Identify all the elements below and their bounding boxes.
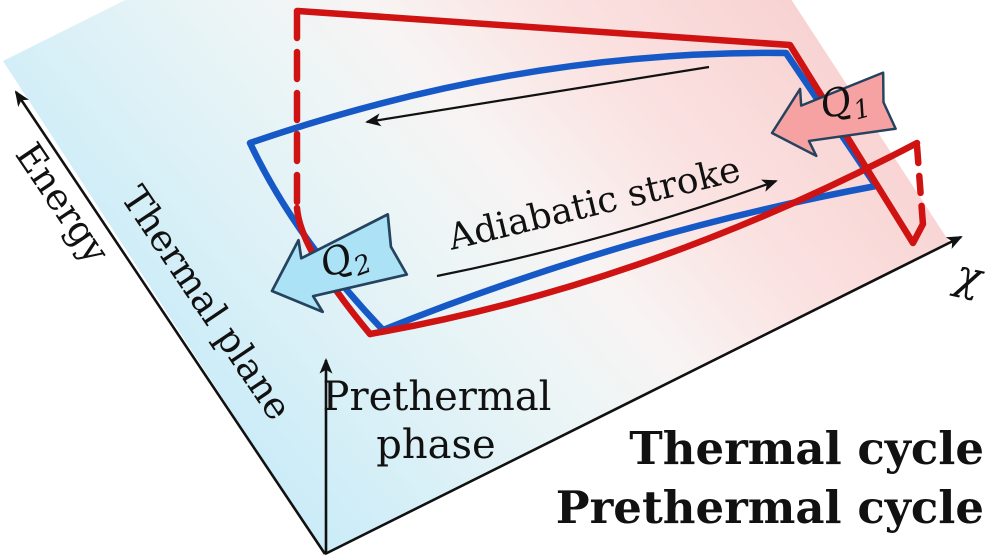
- energy-axis-arrow: [14, 90, 327, 555]
- prethermal-cycle-return-stroke: [294, 7, 927, 247]
- q1-heat-arrow: [770, 71, 897, 158]
- prethermal-cycle-adiabatic-stroke: [366, 139, 921, 338]
- q2-heat-arrow: [270, 213, 409, 314]
- legend-thermal-cycle: Thermal cycle: [629, 422, 984, 475]
- chi-axis-arrow: [324, 235, 963, 556]
- prethermal-phase-label-line2: phase: [376, 422, 495, 468]
- thermal-plane-surface: [3, 0, 950, 555]
- q2-arrow-shape: [270, 213, 409, 314]
- q1-arrow-shape: [770, 71, 897, 158]
- return-stroke-arrow: [365, 65, 710, 127]
- forward-stroke-arrow: [436, 179, 778, 278]
- chi-axis-label: χ: [949, 249, 990, 303]
- prethermal-phase-label-line1: Prethermal: [323, 374, 552, 420]
- legend-prethermal-cycle: Prethermal cycle: [556, 481, 984, 534]
- prethermal-cycle-right-dashed: [913, 142, 927, 229]
- thermal-cycle-curve: [246, 49, 880, 334]
